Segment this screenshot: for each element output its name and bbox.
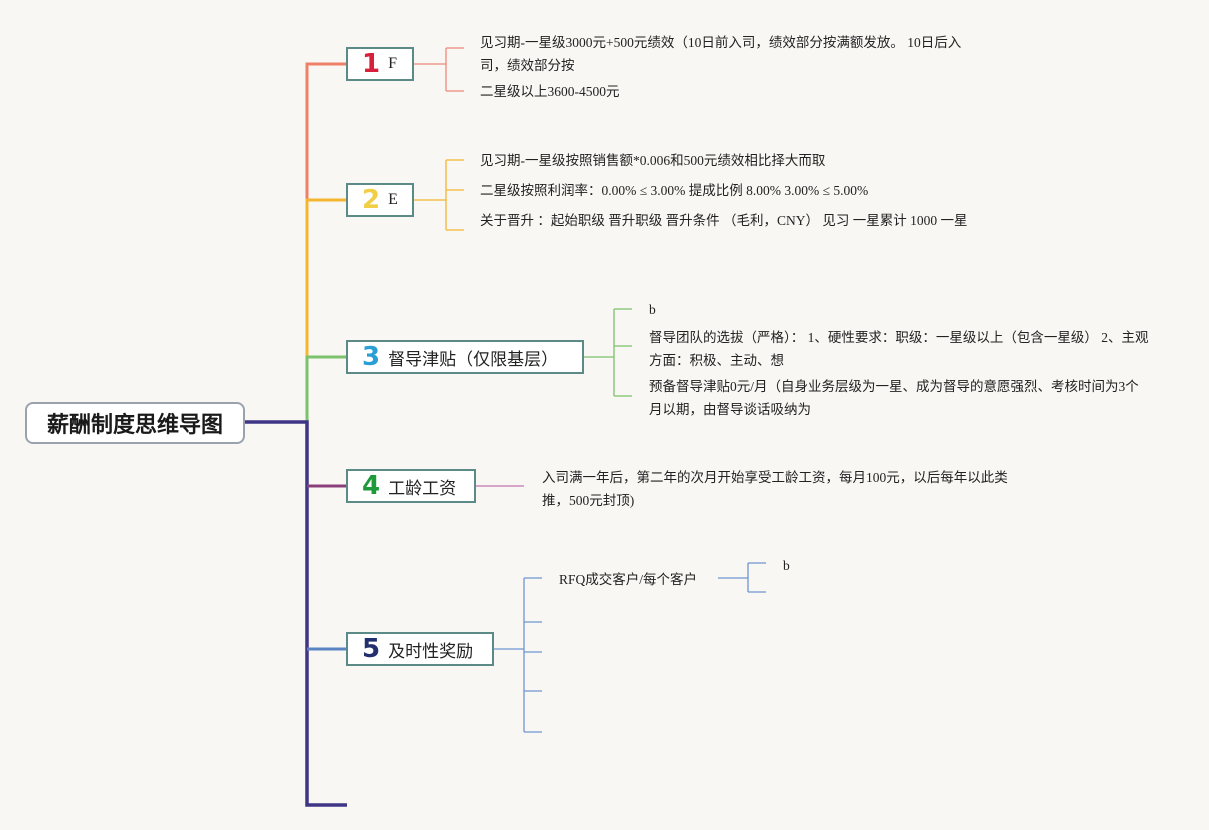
branch-4-number: 4 — [362, 471, 381, 501]
branch-5-children-lines — [494, 577, 542, 733]
branch-5-item-1[interactable]: RFQ成交客户/每个客户 — [559, 572, 698, 587]
branch-1-number: 1 — [362, 49, 381, 79]
branch-5-label: 及时性奖励 — [388, 641, 474, 662]
branch-3-label: 督导津贴（仅限基层） — [388, 349, 559, 370]
branch-3-item-3[interactable]: 预备督导津贴0元/月（自身业务层级为一星、成为督导的意愿强烈、考核时间为3个月以… — [649, 379, 1139, 417]
branch-3-item-2[interactable]: 督导团队的选拔（严格）： 1、硬性要求：职级：一星级以上（包含一星级） 2、主观… — [649, 330, 1149, 368]
branch-node-5[interactable]: 5 及时性奖励 — [346, 632, 494, 666]
root-title: 薪酬制度思维导图 — [46, 413, 223, 438]
branch-3-children-lines — [584, 308, 632, 397]
branch-5-number: 5 — [362, 634, 381, 664]
root-node[interactable]: 薪酬制度思维导图 — [25, 402, 245, 444]
branch-2-label: E — [388, 191, 398, 208]
branch-2-item-1[interactable]: 见习期-一星级按照销售额*0.006和500元绩效相比择大而取 — [480, 153, 826, 168]
branch-5-sub-lines — [718, 562, 766, 593]
branch-2-number: 2 — [362, 185, 381, 215]
branch-2-children-lines — [414, 159, 464, 231]
trunk-main — [245, 420, 347, 807]
branch-node-3[interactable]: 3 督导津贴（仅限基层） — [346, 340, 584, 374]
branch-3-number: 3 — [362, 342, 381, 372]
trunk-segment-1 — [305, 62, 347, 200]
trunk-segment-3 — [305, 355, 347, 422]
branch-2-item-2[interactable]: 二星级按照利润率：0.00% ≤ 3.00% 提成比例 8.00% 3.00% … — [480, 183, 869, 198]
branch-1-label: F — [388, 55, 397, 72]
branch-node-2[interactable]: 2 E — [346, 183, 414, 217]
branch-4-item-1[interactable]: 入司满一年后，第二年的次月开始享受工龄工资，每月100元，以后每年以此类推，50… — [542, 470, 1008, 508]
branch-node-1[interactable]: 1 F — [346, 47, 414, 81]
branch-node-4[interactable]: 4 工龄工资 — [346, 469, 476, 503]
branch-2-item-3[interactable]: 关于晋升 ：起始职级 晋升职级 晋升条件 （毛利，CNY） 见习 一星累计 10… — [480, 213, 968, 228]
branch-5-sub-item-1[interactable]: b — [783, 558, 790, 573]
branch-4-label: 工龄工资 — [388, 478, 457, 499]
branch-1-children-lines — [414, 47, 464, 92]
branch-1-item-1[interactable]: 见习期-一星级3000元+500元绩效（10日前入司，绩效部分按满额发放。 10… — [480, 35, 962, 73]
branch-3-item-1[interactable]: b — [649, 302, 656, 317]
trunk-segment-2 — [305, 198, 347, 357]
branch-1-item-2[interactable]: 二星级以上3600-4500元 — [480, 84, 620, 99]
